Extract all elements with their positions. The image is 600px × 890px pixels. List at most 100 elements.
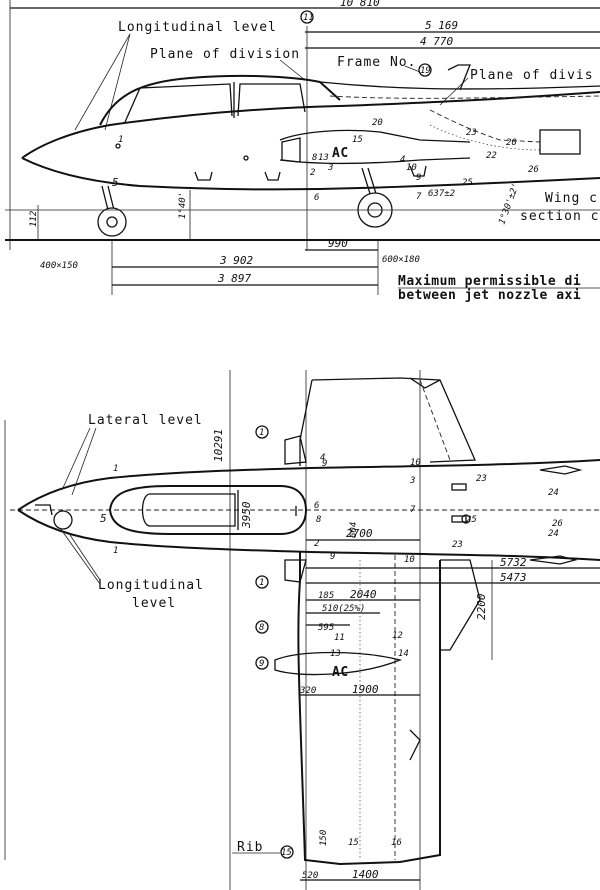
- dim-520: 520: [302, 871, 318, 881]
- dim-2700: 2700: [346, 527, 373, 540]
- side-view: 10 810 5 169 4 770 11 Longitudinal level…: [5, 0, 600, 303]
- dim-604: 604: [349, 522, 359, 538]
- frame-no-label: Frame No.: [337, 55, 416, 70]
- top-marker-23: 23: [476, 474, 487, 484]
- max-permissible-line1: Maximum permissible di: [398, 274, 581, 289]
- top-marker-7: 7: [410, 505, 416, 515]
- longitudinal-level-label-1: Longitudinal: [98, 578, 204, 593]
- top-ac-label: AC: [332, 665, 349, 680]
- side-dim-small: 20: [506, 138, 517, 148]
- top-circle-9-label: 9: [259, 659, 264, 669]
- top-circle-1a-label: 1: [259, 428, 264, 438]
- side-marker-2: 2: [310, 168, 315, 178]
- dim-595: 595: [318, 623, 334, 633]
- wing-section-label: Wing c: [545, 191, 598, 206]
- angle-nose: 1°40': [178, 192, 188, 219]
- dim-2200: 2200: [475, 593, 488, 620]
- dim-4770: 4 770: [420, 35, 453, 48]
- top-circle-8: [255, 620, 269, 634]
- top-marker-13: 13: [330, 649, 341, 659]
- dim-185: 185: [318, 591, 334, 601]
- dim-990: 990: [328, 237, 348, 250]
- dim-overall-length: 10 810: [340, 0, 380, 9]
- top-marker-26: 26: [552, 519, 563, 529]
- dim-1400: 1400: [352, 868, 379, 881]
- side-marker-8: 8: [312, 153, 317, 163]
- dim-5732: 5732: [500, 556, 527, 569]
- plane-of-division-label-right: Plane of divis: [470, 68, 594, 83]
- side-marker-4: 4: [400, 155, 405, 165]
- top-marker-5: 5: [100, 512, 107, 525]
- top-marker-8: 8: [316, 515, 321, 525]
- top-marker-15: 15: [348, 838, 359, 848]
- frame-19-label: 19: [420, 66, 431, 76]
- dim-510: 510(25%): [322, 604, 365, 614]
- side-marker-23: 23: [466, 128, 477, 138]
- rib-circle-label: 15: [281, 848, 292, 858]
- dim-10291: 10291: [212, 429, 225, 462]
- main-wheel-size: 600×180: [382, 255, 420, 265]
- side-marker-20: 20: [372, 118, 383, 128]
- dim-2040: 2040: [350, 588, 377, 601]
- top-marker-4: 4: [320, 453, 325, 463]
- top-circle-1a: [255, 425, 269, 439]
- top-marker-1b: 1: [113, 546, 118, 556]
- side-marker-13: 13: [318, 153, 329, 163]
- dim-3902: 3 902: [219, 254, 253, 267]
- side-marker-1: 1: [118, 135, 123, 145]
- top-marker-10b: 10: [404, 555, 415, 565]
- angle-wing: 1°30'±2': [497, 182, 521, 226]
- longitudinal-level-label-2: level: [132, 596, 176, 611]
- top-view: AC Lateral level Longitudinal level 1 1 …: [4, 370, 600, 890]
- top-marker-23b: 23: [452, 540, 463, 550]
- dim-150: 150: [319, 830, 329, 846]
- side-marker-10: 10: [406, 163, 417, 173]
- top-marker-12: 12: [392, 631, 403, 641]
- top-circle-9: [255, 656, 269, 670]
- dim-5473: 5473: [500, 571, 527, 584]
- rib-circle: [280, 845, 294, 859]
- frame-11-label: 11: [303, 13, 314, 23]
- side-marker-22: 22: [486, 151, 497, 161]
- rib-label: Rib: [237, 840, 263, 855]
- top-marker-6: 6: [314, 501, 319, 511]
- side-marker-15: 15: [352, 135, 363, 145]
- side-marker-7: 7: [416, 192, 422, 202]
- top-marker-25: 25: [466, 515, 477, 525]
- side-marker-26: 26: [528, 165, 539, 175]
- side-dim-637: 637±2: [428, 189, 455, 199]
- top-marker-14: 14: [398, 649, 409, 659]
- dim-3897: 3 897: [217, 272, 251, 285]
- top-marker-9: 9: [322, 459, 327, 469]
- top-marker-2: 2: [314, 539, 319, 549]
- top-circle-1b: [255, 575, 269, 589]
- dim-5169: 5 169: [425, 19, 458, 32]
- dim-1900: 1900: [352, 683, 379, 696]
- side-marker-25: 25: [462, 178, 473, 188]
- plane-of-division-label: Plane of division: [150, 47, 300, 62]
- section-label: section c: [520, 209, 599, 224]
- top-marker-9b: 9: [330, 552, 335, 562]
- side-marker-9: 9: [416, 173, 421, 183]
- dim-3950: 3950: [240, 501, 253, 529]
- lateral-level-label: Lateral level: [88, 413, 203, 428]
- top-marker-24b: 24: [548, 529, 559, 539]
- top-circle-8-label: 8: [259, 623, 264, 633]
- dim-112: 112: [29, 211, 39, 227]
- top-marker-11: 11: [334, 633, 345, 643]
- side-marker-6: 6: [314, 193, 319, 203]
- side-marker-3: 3: [327, 163, 333, 173]
- frame-11-marker: [300, 10, 314, 24]
- top-marker-1a: 1: [113, 464, 118, 474]
- side-marker-5: 5: [112, 176, 119, 189]
- top-marker-24: 24: [548, 488, 559, 498]
- top-marker-16: 16: [391, 838, 402, 848]
- side-ac-label: AC: [332, 146, 349, 161]
- frame-19-marker: [418, 63, 432, 77]
- nose-wheel-size: 400×150: [40, 261, 78, 271]
- max-permissible-line2: between jet nozzle axi: [398, 288, 581, 303]
- top-circle-1b-label: 1: [259, 578, 264, 588]
- longitudinal-level-label: Longitudinal level: [118, 20, 277, 35]
- dim-320: 320: [299, 686, 316, 696]
